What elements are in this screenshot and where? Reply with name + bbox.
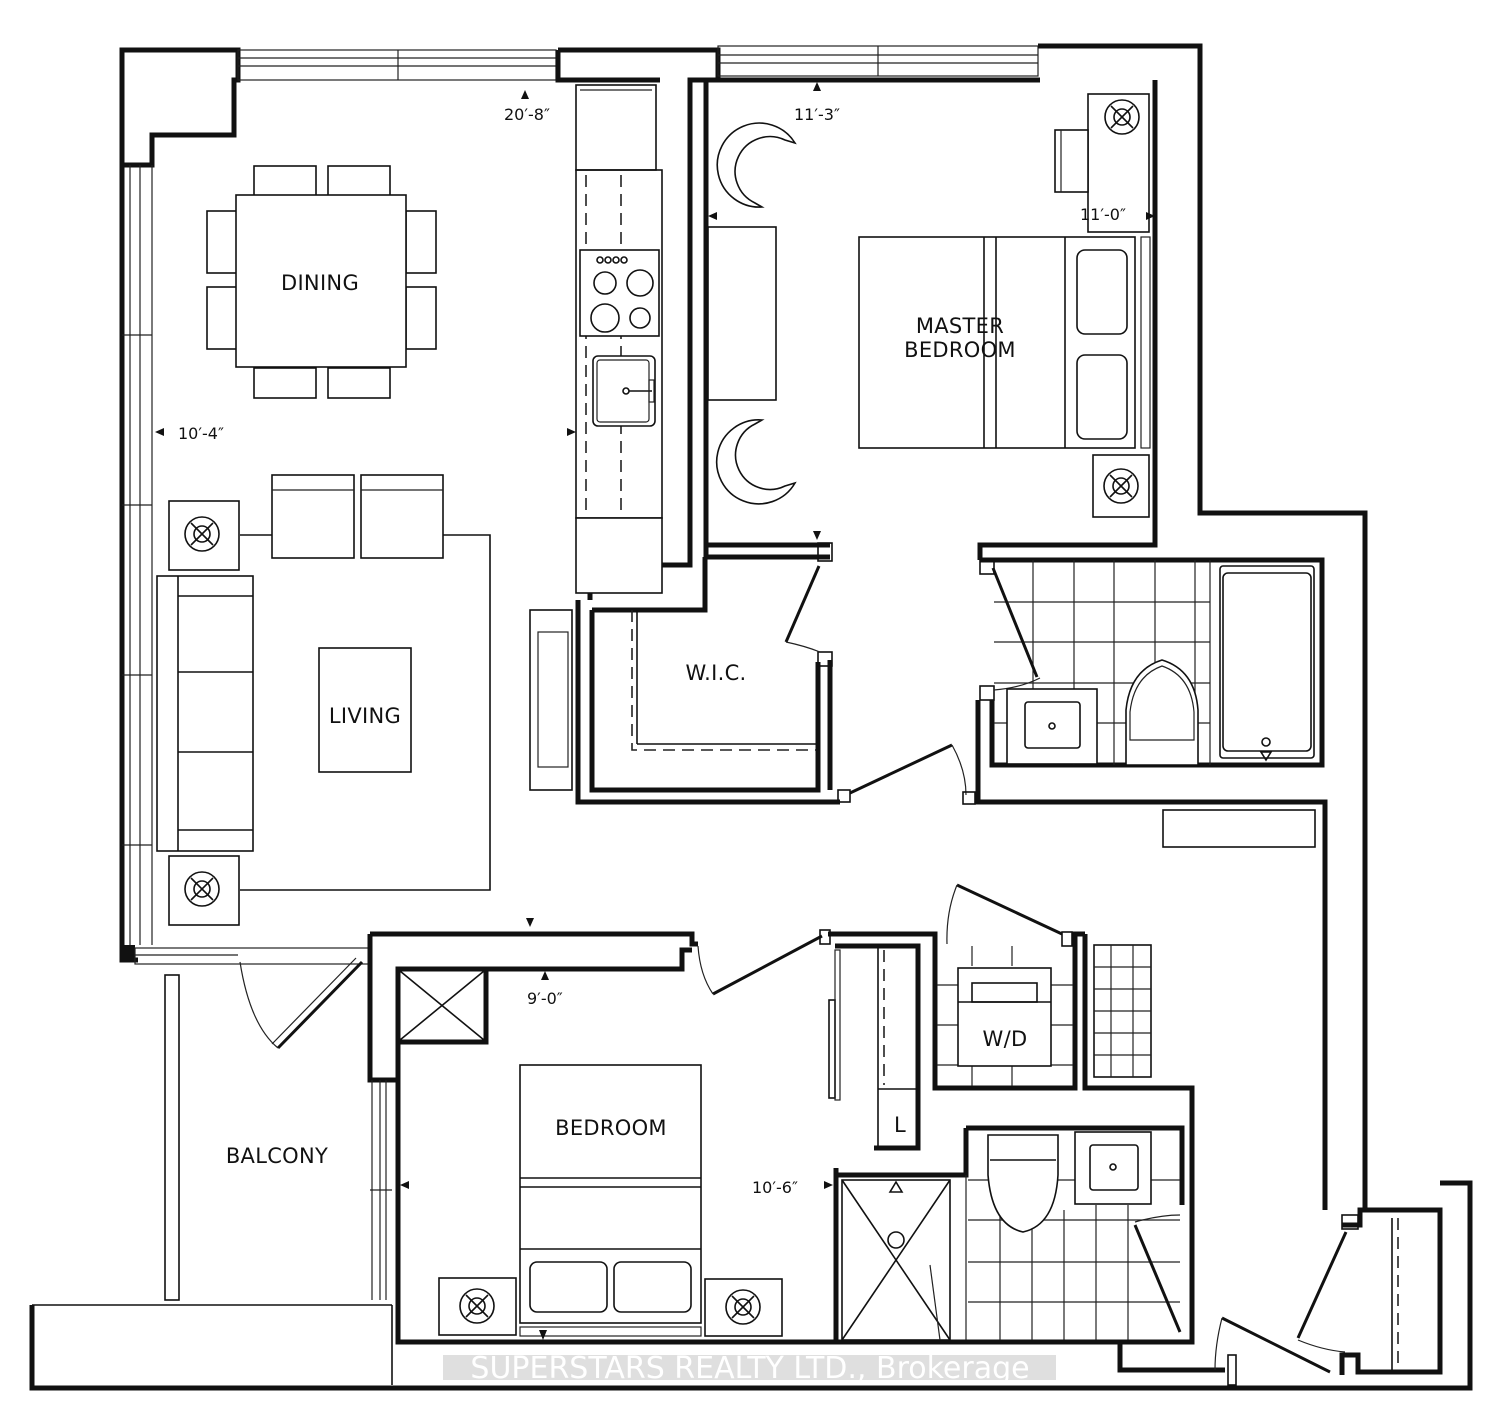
laundry-closet: W/D [932, 883, 1195, 1148]
room-label-living: LIVING [329, 704, 401, 728]
dimension-master-depth: 11′-0″ [1080, 205, 1126, 224]
dimension-living-dining-depth: 10′-4″ [178, 424, 224, 443]
dining-table [235, 194, 407, 368]
room-label-dining: DINING [281, 271, 359, 295]
fridge [575, 84, 657, 171]
room-label-bedroom: BEDROOM [555, 1116, 667, 1140]
room-label-linen: L [894, 1113, 906, 1137]
lamp-icon [1092, 454, 1150, 518]
sofa [156, 575, 254, 852]
second-bedroom: BEDROOM L [367, 929, 938, 1345]
lamp-icon [168, 500, 240, 571]
lamp-icon [704, 1278, 783, 1337]
cooktop-icon [579, 249, 660, 337]
sink-icon [592, 355, 656, 427]
dimension-living-dining-width: 20′-8″ [504, 105, 550, 124]
dimension-master-width: 11′-3″ [794, 105, 840, 124]
exterior-walls [29, 43, 1473, 1391]
room-label-laundry: W/D [983, 1027, 1028, 1051]
living-area: LIVING [156, 474, 491, 926]
brokerage-watermark: SUPERSTARS REALTY LTD., Brokerage [443, 1351, 1056, 1386]
room-label-wic: W.I.C. [685, 661, 746, 685]
coffee-table [318, 647, 412, 773]
hall-bench [1162, 809, 1316, 848]
ensuite-bathroom [975, 557, 1328, 1210]
watermark-text: SUPERSTARS REALTY LTD., Brokerage [470, 1351, 1029, 1386]
dimension-bedroom-depth: 10′-6″ [752, 1178, 798, 1197]
master-bed [858, 236, 1136, 449]
walk-in-closet: W.I.C. [575, 542, 976, 805]
second-bathroom [833, 1125, 1195, 1345]
room-label-master-line2: BEDROOM [904, 338, 1016, 362]
bedroom-bed [519, 1064, 702, 1324]
dimension-bedroom-width: 9′-0″ [527, 989, 563, 1008]
lamp-icon [168, 855, 240, 926]
room-label-balcony: BALCONY [226, 1144, 328, 1168]
master-bedroom: MASTER BEDROOM [707, 93, 1151, 518]
washer-dryer [957, 967, 1052, 1067]
dining-area: DINING [206, 165, 437, 399]
lamp-icon [438, 1277, 517, 1336]
kitchen [529, 84, 663, 791]
entry [1117, 1207, 1443, 1386]
lamp-icon [1104, 99, 1140, 135]
room-label-master-line1: MASTER [916, 314, 1004, 338]
